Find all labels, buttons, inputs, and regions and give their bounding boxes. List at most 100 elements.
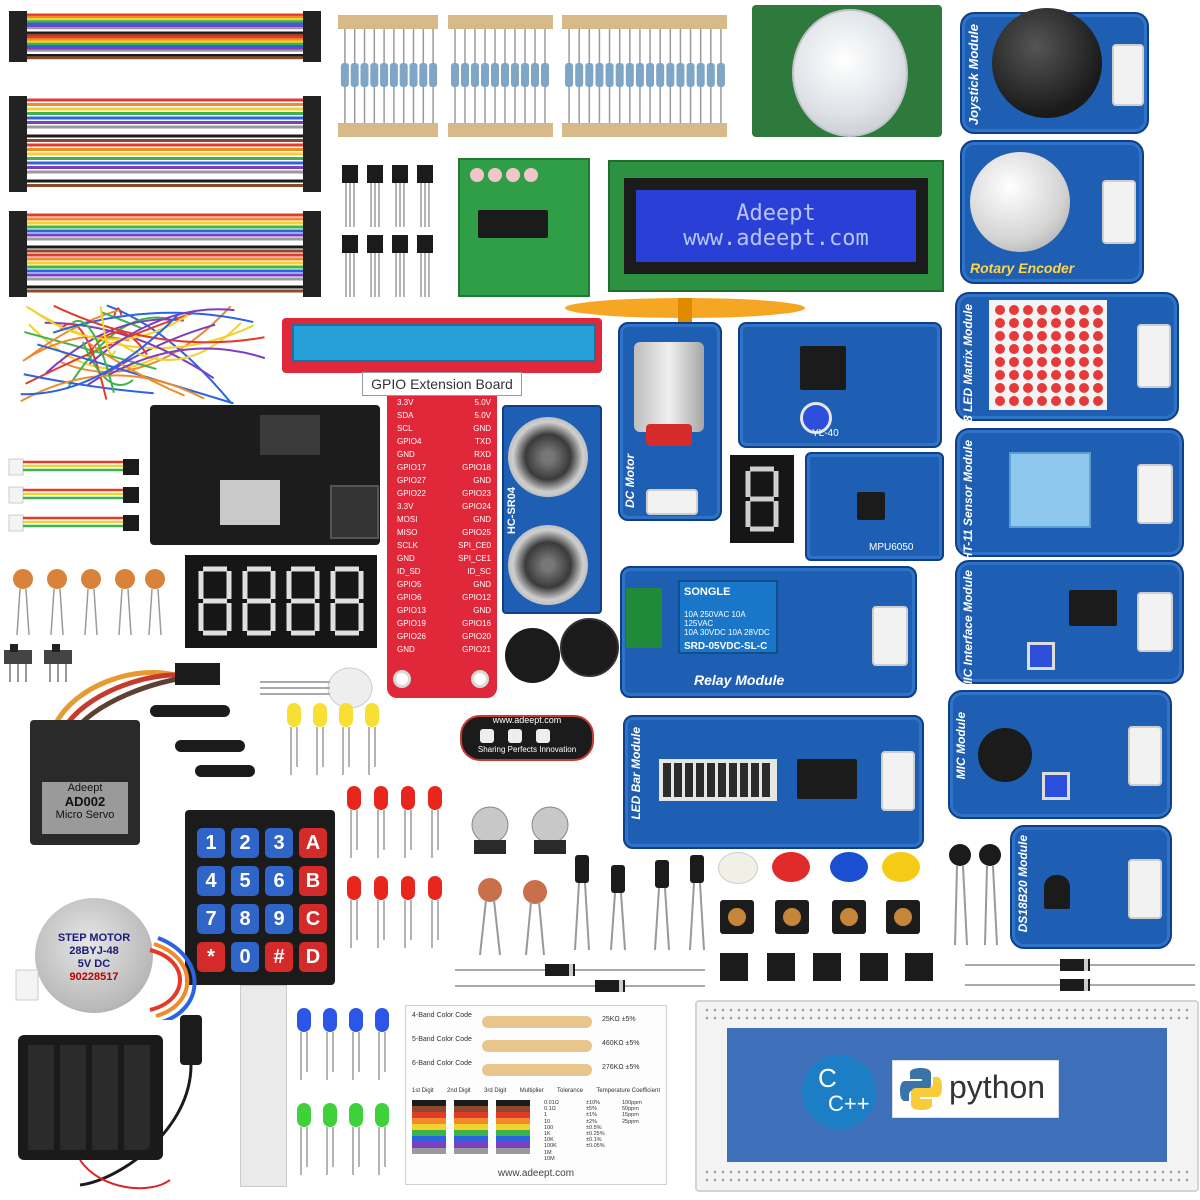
capacitor-lead [119,589,122,635]
capacitor-lead [51,589,54,635]
ws2812-url: www.adeept.com [462,715,592,725]
keypad-key[interactable]: * [197,942,225,972]
card-band-swatch [496,1154,530,1160]
keypad-key[interactable]: 4 [197,866,225,896]
matrix-dot [1037,331,1047,341]
led [287,703,301,727]
gpio-pin-label: GPIO24 [462,502,491,511]
tact-switch-1 [720,900,754,934]
resistor [616,63,624,87]
keypad-key[interactable]: 1 [197,828,225,858]
ds18b20-sensor [1044,875,1070,909]
button-cap-blue [830,852,868,882]
gpio-pin-label: GND [397,450,415,459]
tact-switch-2 [775,900,809,934]
ceramic-capacitor [13,569,33,589]
relay-model: SRD-05VDC-SL-C [684,641,772,652]
gpio-pin-label: ID_SC [467,567,491,576]
gpio-pin-label: GPIO27 [397,476,426,485]
wire-connector [9,515,23,531]
matrix-dot [1009,344,1019,354]
keypad-key[interactable]: B [299,866,327,896]
gpio-pin-label: GPIO21 [462,645,491,654]
card-list-item: 25ppm [622,1119,639,1125]
keypad-key[interactable]: 0 [231,942,259,972]
keypad-key[interactable]: 3 [265,828,293,858]
gpio-pin-label: GND [473,580,491,589]
capacitor-lead [158,589,161,635]
card-list-item: 100K [544,1143,557,1149]
gpio-pin-label: RXD [474,450,491,459]
stepper-driver-board [458,158,590,297]
wire-header [123,487,139,503]
ultrasonic-label: HC-SR04 [506,487,518,534]
matrix-dot [1009,305,1019,315]
ledbar-segment [740,763,748,797]
led [339,703,353,727]
ds18b20-label: DS18B20 Module [1016,835,1030,932]
gpio-pin-label: SPI_CE1 [458,554,491,563]
transistor [392,235,408,253]
electrolytic-capacitors [565,855,715,955]
lcd-line-1: Adeept [736,201,815,226]
joystick-module: Joystick Module [960,12,1149,134]
gpio-pin-label: SDA [397,411,413,420]
resistor [595,63,603,87]
card-list-item: 50ppm [622,1106,639,1112]
capacitor-lead [17,589,20,635]
transistors [340,155,440,305]
matrix-dot [1009,331,1019,341]
lcd-line-2: www.adeept.com [683,226,868,251]
matrix-dot [1023,344,1033,354]
gpio-pin-label: GND [397,554,415,563]
ledbar-label: LED Bar Module [629,727,643,820]
keypad-key[interactable]: 8 [231,904,259,934]
wire-header-right [303,11,321,62]
keypad-key[interactable]: 6 [265,866,293,896]
transistor [342,235,358,253]
keypad-key[interactable]: 9 [265,904,293,934]
relay-module: SONGLE 10A 250VAC 10A 125VAC 10A 30VDC 1… [620,566,917,698]
ledbar-module: LED Bar Module [623,715,924,849]
ledbar-segment [696,763,704,797]
led-matrix-label: 8X8 LED Matrix Module [961,304,975,437]
rotary-label: Rotary Encoder [970,260,1074,276]
ws2812-leds [480,729,550,743]
gpio-pin-label: 3.3V [397,398,413,407]
keypad-key[interactable]: D [299,942,327,972]
wire-header [123,459,139,475]
keypad-key[interactable]: 2 [231,828,259,858]
card-column-header: 1st Digit [412,1088,434,1094]
matrix-dot [1093,318,1103,328]
led [349,1103,363,1127]
keypad-key[interactable]: 5 [231,866,259,896]
motor-cap [646,424,692,446]
card-list-item: 15ppm [622,1112,639,1118]
mpu-chip [857,492,885,520]
transistor [367,235,383,253]
resistor [656,63,664,87]
matrix-dot [1037,370,1047,380]
diodes-left [455,960,705,995]
keypad-key[interactable]: C [299,904,327,934]
matrix-dot [995,344,1005,354]
keypad-key[interactable]: # [265,942,293,972]
led [323,1103,337,1127]
matrix-dot [1023,331,1033,341]
led [347,786,361,810]
gpio-pin-label: GPIO18 [462,463,491,472]
card-list-item: 100ppm [622,1100,642,1106]
keypad-key[interactable]: A [299,828,327,858]
transistor [392,165,408,183]
dc-jack [330,485,379,539]
mic-label: MIC Module [954,712,968,779]
resistor [419,63,427,87]
joystick-knob [992,8,1102,118]
single-7seg [730,455,794,543]
resistor [429,63,437,87]
card-list-item: 1 [544,1112,547,1118]
python-icon [897,1065,945,1113]
motor-propeller [560,290,810,322]
keypad-key[interactable]: 7 [197,904,225,934]
card-list-item: 0.1Ω [544,1106,556,1112]
